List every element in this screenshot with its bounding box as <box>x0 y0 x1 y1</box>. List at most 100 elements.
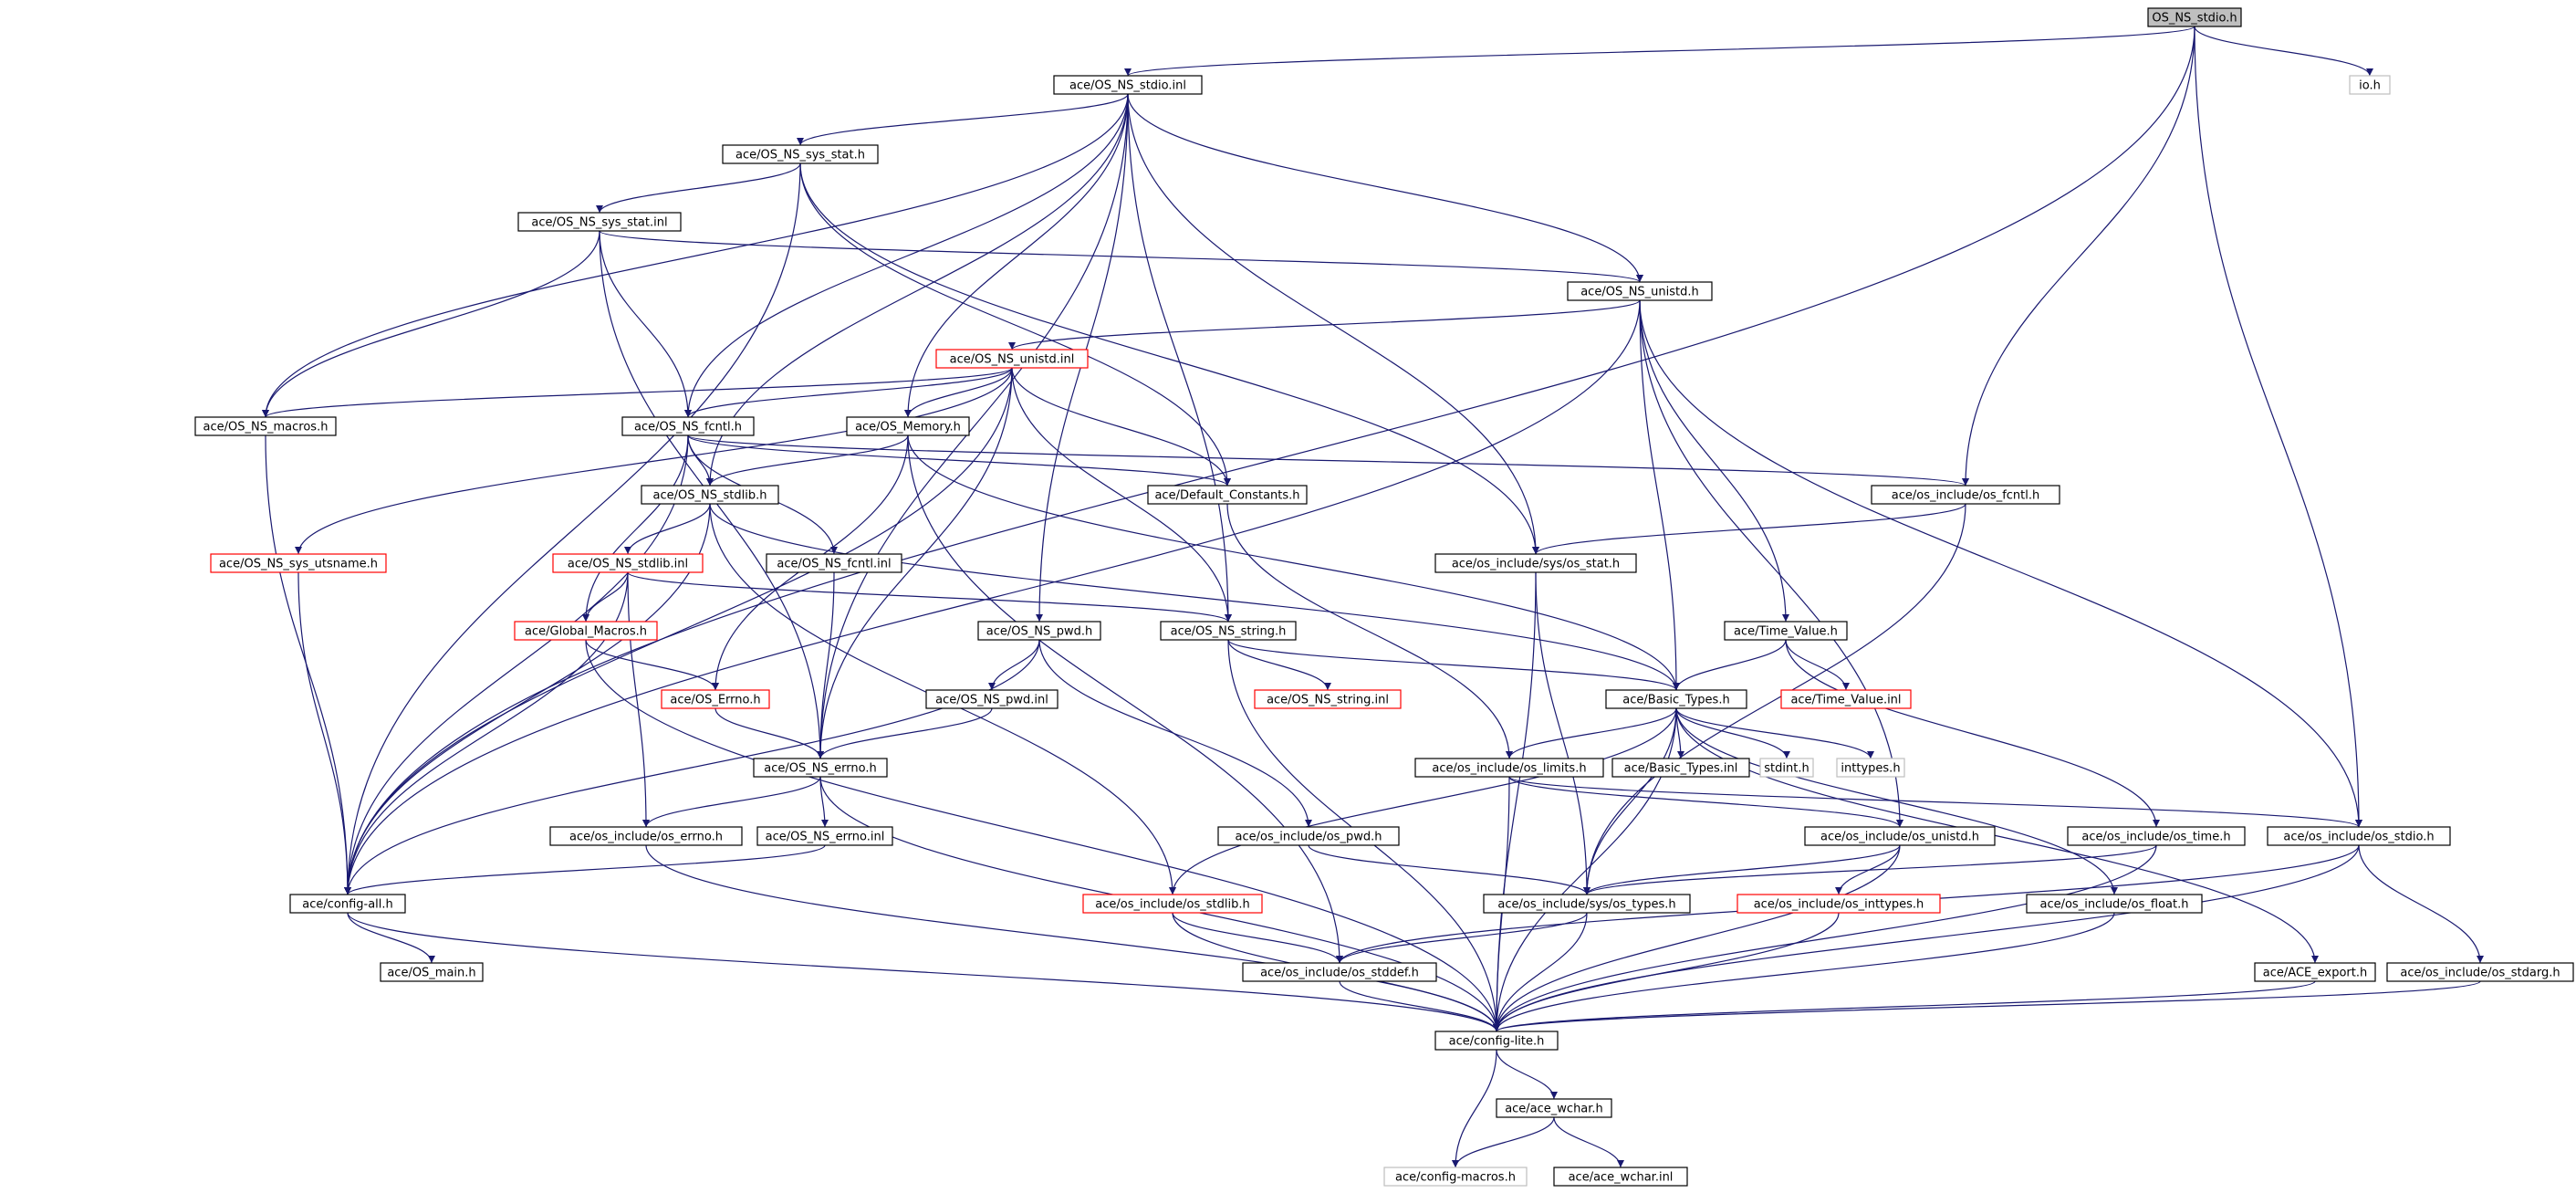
node-os-limits-h[interactable]: ace/os_include/os_limits.h <box>1414 758 1604 778</box>
edge-unistd_inl-to-config_all <box>344 367 1013 895</box>
node-box <box>766 553 902 573</box>
node-pwd-h[interactable]: ace/OS_NS_pwd.h <box>977 621 1101 641</box>
node-box <box>846 416 970 436</box>
edge-stdlib_inl-to-global_macros <box>582 571 629 623</box>
node-os-fcntl-h[interactable]: ace/os_include/os_fcntl.h <box>1871 485 2060 505</box>
node-os-main-h[interactable]: ace/OS_main.h <box>380 962 484 982</box>
node-errno-h[interactable]: ace/OS_NS_errno.h <box>753 758 888 778</box>
node-time-value-h[interactable]: ace/Time_Value.h <box>1724 621 1848 641</box>
node-box <box>1804 826 1996 846</box>
node-stdlib-inl[interactable]: ace/OS_NS_stdlib.inl <box>552 553 704 573</box>
node-unistd-inl[interactable]: ace/OS_NS_unistd.inl <box>935 349 1089 369</box>
node-box <box>1736 894 1941 914</box>
node-os-stddef-h[interactable]: ace/os_include/os_stddef.h <box>1242 962 1437 982</box>
node-os-unistd-h[interactable]: ace/os_include/os_unistd.h <box>1804 826 1996 846</box>
node-os-float-h[interactable]: ace/os_include/os_float.h <box>2026 894 2203 914</box>
edge-default_constants-to-os_limits_h <box>1226 503 1513 759</box>
node-default-constants[interactable]: ace/Default_Constants.h <box>1147 485 1308 505</box>
node-errno-inl[interactable]: ace/OS_NS_errno.inl <box>756 826 893 846</box>
node-fcntl-inl[interactable]: ace/OS_NS_fcntl.inl <box>766 553 902 573</box>
edge-sys_stat_inl-to-unistd_h <box>599 230 1643 283</box>
edge-os_errno_h-to-config_lite <box>645 844 1500 1032</box>
edge-unistd_inl-to-memory_h <box>904 367 1013 418</box>
node-string-inl[interactable]: ace/OS_NS_string.inl <box>1254 689 1402 709</box>
node-label: io.h <box>2359 79 2381 93</box>
node-label: ace/OS_NS_pwd.inl <box>935 694 1048 707</box>
node-os-stdio-h[interactable]: ace/os_include/os_stdio.h <box>2267 826 2451 846</box>
node-label: ace/os_include/os_pwd.h <box>1236 831 1382 844</box>
node-os-pwd-h[interactable]: ace/os_include/os_pwd.h <box>1217 826 1400 846</box>
edge-os_types_h-to-os_stddef_h <box>1336 912 1588 964</box>
node-macros-h[interactable]: ace/OS_NS_macros.h <box>194 416 337 436</box>
node-os-stdlib-h[interactable]: ace/os_include/os_stdlib.h <box>1082 894 1263 914</box>
edge-stdio_inl-to-unistd_h <box>1127 93 1643 283</box>
node-label: ace/Basic_Types.h <box>1622 694 1729 707</box>
node-box <box>2267 826 2451 846</box>
node-box <box>1611 758 1750 778</box>
edge-root-to-config_all <box>344 26 2195 895</box>
node-label: ace/OS_NS_fcntl.h <box>634 421 742 434</box>
node-box <box>1434 553 1637 573</box>
node-string-h[interactable]: ace/OS_NS_string.h <box>1160 621 1297 641</box>
node-global-macros[interactable]: ace/Global_Macros.h <box>514 621 658 641</box>
node-label: ace/Time_Value.h <box>1734 625 1838 639</box>
edge-sys_stat_inl-to-fcntl_h <box>599 230 692 418</box>
node-box <box>1053 75 1203 95</box>
node-os-stdarg-h[interactable]: ace/os_include/os_stdarg.h <box>2386 962 2574 982</box>
node-os-stat-h[interactable]: ace/os_include/sys/os_stat.h <box>1434 553 1637 573</box>
node-ace-wchar-inl[interactable]: ace/ace_wchar.inl <box>1553 1167 1688 1187</box>
node-box <box>289 894 406 914</box>
node-box <box>2349 75 2391 95</box>
node-os-errno-missing[interactable]: ace/OS_Errno.h <box>661 689 770 709</box>
node-sys-stat-h[interactable]: ace/OS_NS_sys_stat.h <box>722 144 879 164</box>
node-os-inttypes-h[interactable]: ace/os_include/os_inttypes.h <box>1736 894 1941 914</box>
node-memory-h[interactable]: ace/OS_Memory.h <box>846 416 970 436</box>
edge-basic_types_h-to-os_types_h <box>1583 707 1677 895</box>
node-box <box>194 416 337 436</box>
node-label: inttypes.h <box>1841 762 1900 776</box>
node-label: ace/os_include/os_float.h <box>2039 898 2188 912</box>
node-box <box>1553 1167 1688 1187</box>
node-ace-export[interactable]: ace/ACE_export.h <box>2254 962 2376 982</box>
node-label: ace/config-macros.h <box>1395 1171 1516 1185</box>
edge-os_types_h-to-config_lite <box>1493 912 1588 1032</box>
node-label: ace/Default_Constants.h <box>1154 489 1299 503</box>
edge-os_unistd_h-to-config_lite <box>1493 844 1901 1032</box>
node-time-value-inl[interactable]: ace/Time_Value.inl <box>1780 689 1912 709</box>
node-stdio-inl[interactable]: ace/OS_NS_stdio.inl <box>1053 75 1203 95</box>
edge-os_stddef_h-to-config_lite <box>1339 980 1500 1032</box>
node-os-types-h[interactable]: ace/os_include/sys/os_types.h <box>1483 894 1691 914</box>
node-config-lite[interactable]: ace/config-lite.h <box>1434 1031 1559 1051</box>
node-utsname-h[interactable]: ace/OS_NS_sys_utsname.h <box>210 553 387 573</box>
edge-os_limits_h-to-os_stdio_h <box>1508 776 2362 828</box>
node-box <box>1434 1031 1559 1051</box>
edge-stdio_inl-to-memory_h <box>904 93 1129 418</box>
node-os-errno-h[interactable]: ace/os_include/os_errno.h <box>549 826 743 846</box>
node-box <box>1836 758 1905 778</box>
node-config-all[interactable]: ace/config-all.h <box>289 894 406 914</box>
node-label: ace/os_include/os_stdlib.h <box>1095 898 1249 912</box>
node-label: stdint.h <box>1764 762 1809 776</box>
node-fcntl-h[interactable]: ace/OS_NS_fcntl.h <box>621 416 755 436</box>
node-label: ace/os_include/os_stdarg.h <box>2400 967 2560 980</box>
edge-config_all-to-config_lite <box>347 912 1500 1032</box>
node-basic-types-h[interactable]: ace/Basic_Types.h <box>1605 689 1747 709</box>
node-basic-types-inl[interactable]: ace/Basic_Types.inl <box>1611 758 1750 778</box>
node-box <box>1759 758 1814 778</box>
node-pwd-inl[interactable]: ace/OS_NS_pwd.inl <box>925 689 1059 709</box>
node-ace-wchar-h[interactable]: ace/ace_wchar.h <box>1496 1098 1612 1118</box>
node-sys-stat-inl[interactable]: ace/OS_NS_sys_stat.inl <box>517 212 682 232</box>
edge-stdlib_h-to-basic_types_h <box>709 503 1680 691</box>
edge-os_pwd_h-to-os_types_h <box>1308 844 1590 895</box>
node-box <box>2067 826 2246 846</box>
node-os-time-h[interactable]: ace/os_include/os_time.h <box>2067 826 2246 846</box>
edge-basic_types_h-to-ace_export <box>1675 707 2319 964</box>
edge-basic_types_h-to-os_limits_h <box>1506 707 1677 759</box>
edge-time_value_h-to-time_value_inl <box>1785 639 1850 691</box>
edge-unistd_h-to-os_unistd_h <box>1639 299 1903 828</box>
node-stdlib-h[interactable]: ace/OS_NS_stdlib.h <box>641 485 779 505</box>
node-label: ace/config-lite.h <box>1449 1035 1545 1049</box>
edge-os_float_h-to-config_lite <box>1493 912 2115 1032</box>
edge-string_h-to-string_inl <box>1227 639 1331 691</box>
node-unistd-h[interactable]: ace/OS_NS_unistd.h <box>1567 281 1713 301</box>
